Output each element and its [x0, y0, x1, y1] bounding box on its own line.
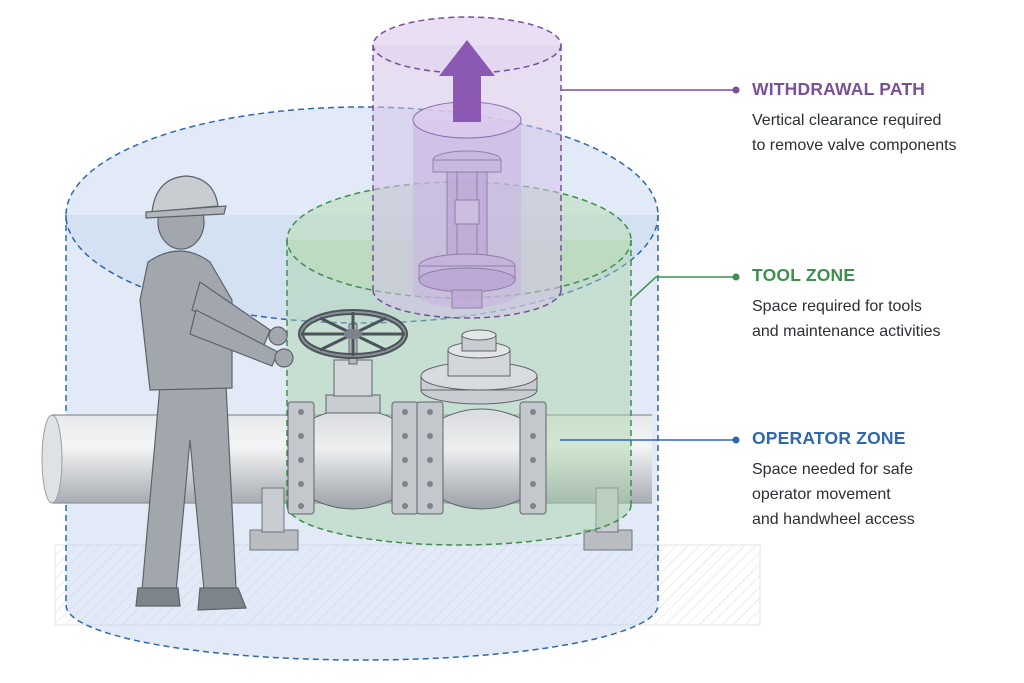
withdrawal-path-desc-line2: to remove valve components: [752, 137, 957, 154]
gate-valve: [287, 323, 547, 515]
handwheel-icon: [298, 309, 408, 359]
operator-zone-desc-line1: Space needed for safe: [752, 461, 914, 478]
operator-zone-desc-line3: and handwheel access: [752, 511, 915, 528]
withdrawal-path-title: WITHDRAWAL PATH: [752, 79, 926, 99]
withdrawal-path-callout: WITHDRAWAL PATH Vertical clearance requi…: [752, 79, 1014, 158]
tool-zone-callout: TOOL ZONE Space required for tools and m…: [752, 265, 1014, 344]
operator-zone-title: OPERATOR ZONE: [752, 428, 906, 448]
callout-leaders: [560, 86, 740, 444]
worker-with-hard-hat-icon: [135, 175, 294, 611]
tool-zone-desc-line2: and maintenance activities: [752, 323, 941, 340]
operator-zone-desc-line2: operator movement: [752, 486, 891, 503]
up-arrow-icon: [439, 40, 495, 122]
pipe-support-left: [249, 487, 299, 551]
withdrawn-valve-components: [418, 150, 516, 309]
operator-zone-callout: OPERATOR ZONE Space needed for safe oper…: [752, 428, 1014, 532]
pipe-support-right: [583, 487, 633, 551]
withdrawal-path-desc-line1: Vertical clearance required: [752, 112, 942, 129]
tool-zone-title: TOOL ZONE: [752, 265, 856, 285]
tool-zone-desc-line1: Space required for tools: [752, 298, 922, 315]
